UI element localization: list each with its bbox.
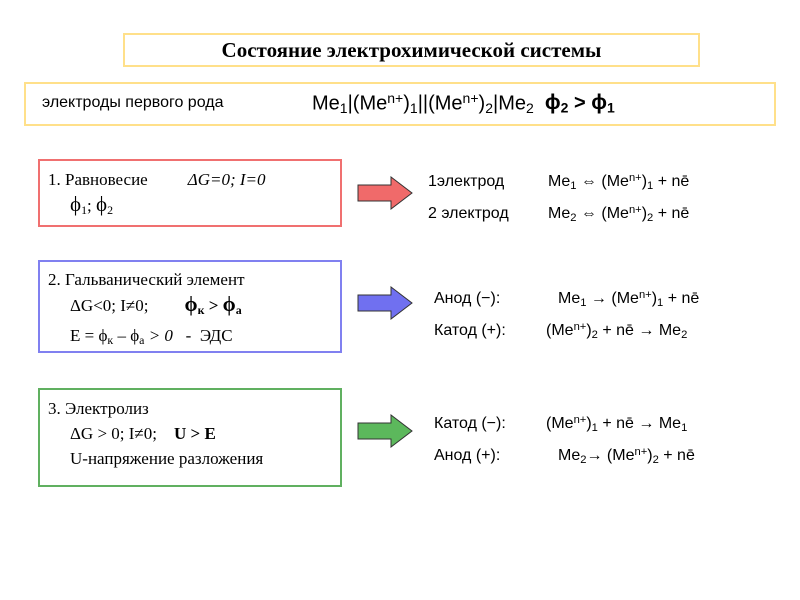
cell-scheme-formula: Me1|(Men+)1||(Men+)2|Me2 ϕ2 > ϕ1 xyxy=(312,90,615,116)
electrode-type-label: электроды первого рода xyxy=(42,94,224,111)
reaction-cathode-electrolysis: Катод (−):(Men+)1 + nē → Me1 xyxy=(434,414,688,434)
galvanic-reactions: Анод (−):Me1 → (Men+)1 + nē Катод (+):(M… xyxy=(434,283,699,347)
electrolysis-title: 3. Электролиз xyxy=(48,399,149,418)
electrolysis-condition: ΔG > 0; I≠0; xyxy=(70,424,157,443)
electrolysis-reactions: Катод (−):(Men+)1 + nē → Me1 Анод (+):Me… xyxy=(434,408,695,472)
reaction-anode: Анод (−):Me1 → (Men+)1 + nē xyxy=(434,289,700,309)
galvanic-emf-line: E = ϕк – ϕа > 0 - ЭДС xyxy=(70,325,233,347)
galvanic-potential-relation: ϕк > ϕa xyxy=(184,292,242,317)
page-title-box: Состояние электрохимической системы xyxy=(123,33,700,67)
page-title: Состояние электрохимической системы xyxy=(221,37,602,62)
equilibrium-condition: ΔG=0; I=0 xyxy=(187,170,266,189)
electrolysis-condition-line: ΔG > 0; I≠0; U > E xyxy=(48,421,340,446)
emf-label: ЭДС xyxy=(199,325,233,345)
reaction-cathode: Катод (+):(Men+)2 + nē → Me2 xyxy=(434,320,688,341)
electrode-type-box: электроды первого рода Me1|(Men+)1||(Men… xyxy=(24,82,776,126)
section-galvanic-cell: 2. Гальванический элемент ΔG<0; I≠0; ϕк >… xyxy=(38,260,342,353)
section-electrolysis: 3. Электролиз ΔG > 0; I≠0; U > E U-напря… xyxy=(38,388,342,487)
equilibrium-title-line: 1. Равновесие ΔG=0; I=0 xyxy=(48,167,340,192)
electrolysis-voltage-relation: U > E xyxy=(173,424,216,443)
reaction-anode-electrolysis: Анод (+):Me2→ (Men+)2 + nē xyxy=(434,445,695,466)
galvanic-condition: ΔG<0; I≠0; xyxy=(70,296,149,315)
galvanic-title: 2. Гальванический элемент xyxy=(48,270,245,289)
galvanic-condition-line: ΔG<0; I≠0; ϕк > ϕa xyxy=(48,292,340,323)
electrolysis-note: U-напряжение разложения xyxy=(70,449,264,468)
arrow-right-icon-equilibrium xyxy=(357,176,413,210)
equilibrium-potentials: ϕ1; ϕ2 xyxy=(70,192,114,217)
equilibrium-title: 1. Равновесие xyxy=(48,170,148,189)
section-equilibrium: 1. Равновесие ΔG=0; I=0 ϕ1; ϕ2 xyxy=(38,159,342,227)
arrow-right-icon-electrolysis xyxy=(357,414,413,448)
arrow-right-icon-galvanic xyxy=(357,286,413,320)
